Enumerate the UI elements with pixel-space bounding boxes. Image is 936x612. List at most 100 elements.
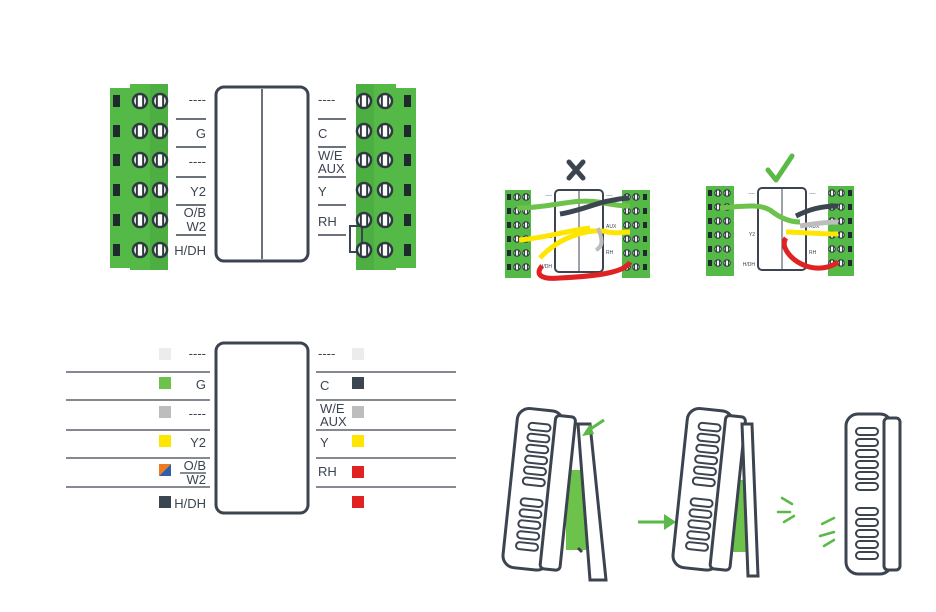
- screw-icon: [624, 250, 630, 256]
- vent-slot: [524, 466, 547, 475]
- vent-slot: [528, 422, 551, 431]
- screw-icon: [715, 190, 721, 196]
- screw-icon: [514, 264, 520, 270]
- screw-icon: [133, 124, 147, 138]
- terminal-slot: [507, 208, 511, 214]
- terminal-slot: [643, 264, 647, 270]
- screw-icon: [378, 153, 392, 167]
- vent-slot: [526, 444, 549, 453]
- vent-slot: [520, 498, 543, 507]
- terminal-slot: [113, 125, 120, 137]
- terminal-slot: [643, 194, 647, 200]
- screw-icon: [724, 246, 730, 252]
- screw-icon: [715, 246, 721, 252]
- vent-slot: [527, 433, 550, 442]
- terminal-slot: [708, 246, 712, 252]
- screw-icon: [633, 194, 639, 200]
- screw-icon: [523, 264, 529, 270]
- terminal-slot: [848, 204, 852, 210]
- screw-icon: [357, 153, 371, 167]
- terminal-slot: [643, 208, 647, 214]
- screw-icon: [378, 94, 392, 108]
- terminal-diagram: ---- G ---- Y2 O/B W2 H/DH ---- C W/E AU…: [110, 84, 416, 270]
- swatch-white-left: [159, 348, 171, 360]
- screw-icon: [624, 236, 630, 242]
- terminal-slot: [113, 184, 120, 196]
- terminal-slot: [404, 244, 411, 256]
- screw-icon: [357, 213, 371, 227]
- swatch-yellow-right: [352, 435, 364, 447]
- vent-slot: [856, 472, 878, 479]
- chart-right-label-aux: AUX: [320, 414, 347, 429]
- terminal-slot: [113, 214, 120, 226]
- swatch-dark-right: [352, 377, 364, 389]
- screw-icon: [838, 204, 844, 210]
- vent-slot: [518, 520, 541, 529]
- terminal-slot: [848, 218, 852, 224]
- arrow-icon-next: [638, 514, 676, 530]
- screw-icon: [633, 208, 639, 214]
- chart-left-label-g: G: [196, 377, 206, 392]
- right-label-rh: RH: [318, 214, 337, 229]
- vent-slot: [856, 450, 878, 457]
- right-terminal-block: [350, 84, 416, 270]
- screw-icon: [133, 94, 147, 108]
- wiring-example-correct: ---- Y2 H/DH ---- AUX RH: [706, 156, 854, 276]
- screw-icon: [514, 250, 520, 256]
- screw-icon: [378, 243, 392, 257]
- screw-icon: [378, 213, 392, 227]
- vent-slot: [694, 466, 717, 475]
- screw-icon: [523, 222, 529, 228]
- screw-icon: [724, 218, 730, 224]
- vent-slot: [517, 531, 540, 540]
- vent-slot: [856, 483, 878, 490]
- swatch-gray-left: [159, 406, 171, 418]
- vent-slot: [856, 530, 878, 537]
- right-label-empty: ----: [318, 92, 335, 107]
- vent-slot: [696, 444, 719, 453]
- terminal-slot: [113, 154, 120, 166]
- screw-icon: [838, 190, 844, 196]
- wire-color-chart: ---- G ---- Y2 O/B W2 H/DH ---- C W/E AU…: [66, 343, 456, 513]
- terminal-slot: [404, 125, 411, 137]
- chart-right-label-empty: ----: [318, 346, 335, 361]
- left-label-hdh: H/DH: [174, 243, 206, 258]
- left-label-empty-1: ----: [189, 92, 206, 107]
- screw-icon: [838, 218, 844, 224]
- svg-text:Y2: Y2: [749, 232, 755, 238]
- snap-lines-icon: [778, 498, 834, 546]
- terminal-slot: [848, 260, 852, 266]
- terminal-slot: [507, 194, 511, 200]
- vent-slot: [693, 477, 716, 486]
- svg-text:RH: RH: [809, 250, 817, 256]
- terminal-slot: [404, 214, 411, 226]
- vent-slot: [856, 428, 878, 435]
- left-label-empty-2: ----: [189, 154, 206, 169]
- screw-icon: [724, 232, 730, 238]
- screw-icon: [133, 183, 147, 197]
- vent-slot: [698, 422, 721, 431]
- terminal-slot: [848, 190, 852, 196]
- right-label-c: C: [318, 126, 327, 141]
- swatch-orange-blue: [159, 464, 171, 476]
- terminal-slot: [113, 95, 120, 107]
- chart-left-label-ob: O/B: [184, 458, 206, 473]
- screw-icon: [715, 232, 721, 238]
- screw-icon: [153, 153, 167, 167]
- chart-left-label-empty-2: ----: [189, 406, 206, 421]
- screw-icon: [838, 232, 844, 238]
- terminal-slot: [643, 236, 647, 242]
- vent-slot: [856, 519, 878, 526]
- screw-icon: [378, 183, 392, 197]
- svg-text:----: ----: [545, 193, 552, 199]
- screw-icon: [514, 222, 520, 228]
- vent-slot: [856, 461, 878, 468]
- mount-step-3: [846, 414, 900, 574]
- screw-icon: [153, 94, 167, 108]
- screw-icon: [838, 246, 844, 252]
- vent-slot: [519, 509, 542, 518]
- vent-slot: [856, 439, 878, 446]
- swatch-red-2: [352, 496, 364, 508]
- terminal-slot: [404, 184, 411, 196]
- terminal-slot: [848, 232, 852, 238]
